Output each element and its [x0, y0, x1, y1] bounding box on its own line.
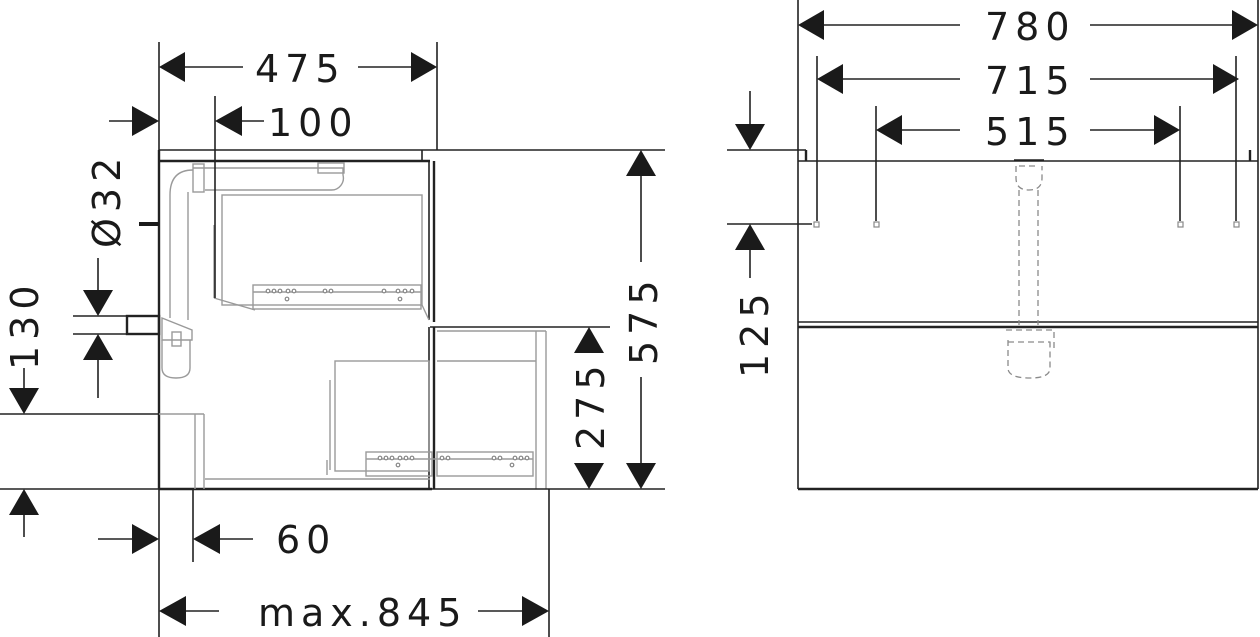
dim-siphon-offset: 100: [268, 101, 359, 145]
upper-rail-holes: [265, 288, 415, 302]
lower-rail-holes: [377, 455, 530, 468]
mount-hole-1: [813, 221, 820, 228]
dim-max-depth-open: max.845: [258, 591, 467, 635]
mount-hole-3: [1177, 221, 1184, 228]
dim-total-height: 575: [622, 274, 666, 365]
dim-lower-drawer-height: 275: [569, 359, 613, 450]
dim-plinth-offset: 60: [276, 518, 336, 562]
mount-hole-4: [1233, 221, 1240, 228]
dim-mount-width-outer: 715: [985, 59, 1076, 103]
dim-drain-height: 130: [3, 279, 47, 370]
siphon-hidden: [1006, 159, 1055, 379]
front-view: 780 715 515 125: [727, 0, 1259, 491]
mount-hole-2: [873, 221, 880, 228]
dim-total-width: 780: [985, 5, 1076, 49]
side-view: 475 100 Ø32 130 60 m: [0, 42, 666, 637]
dim-mount-width-inner: 515: [985, 110, 1076, 154]
dim-mount-hole-offset: 125: [733, 287, 777, 378]
dim-drain-diameter: Ø32: [85, 152, 129, 248]
siphon-pipe: [161, 162, 345, 379]
dim-depth-top: 475: [255, 47, 346, 91]
